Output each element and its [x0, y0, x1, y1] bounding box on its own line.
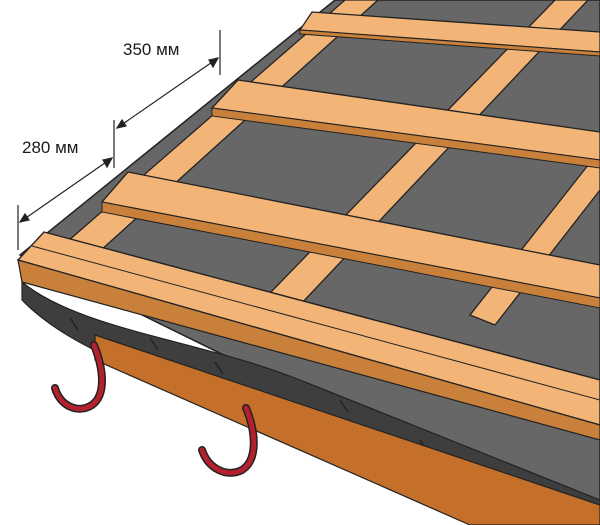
dimension-350 — [113, 30, 221, 168]
dimension-label-280: 280 мм — [22, 138, 79, 157]
membrane-wrinkles — [69, 317, 499, 481]
batten-eave — [16, 231, 600, 441]
batten-3 — [100, 171, 600, 309]
batten-top — [298, 11, 600, 57]
dimension-label-350: 350 мм — [123, 40, 180, 59]
batten-2 — [210, 79, 600, 169]
dimension-280 — [17, 157, 114, 250]
